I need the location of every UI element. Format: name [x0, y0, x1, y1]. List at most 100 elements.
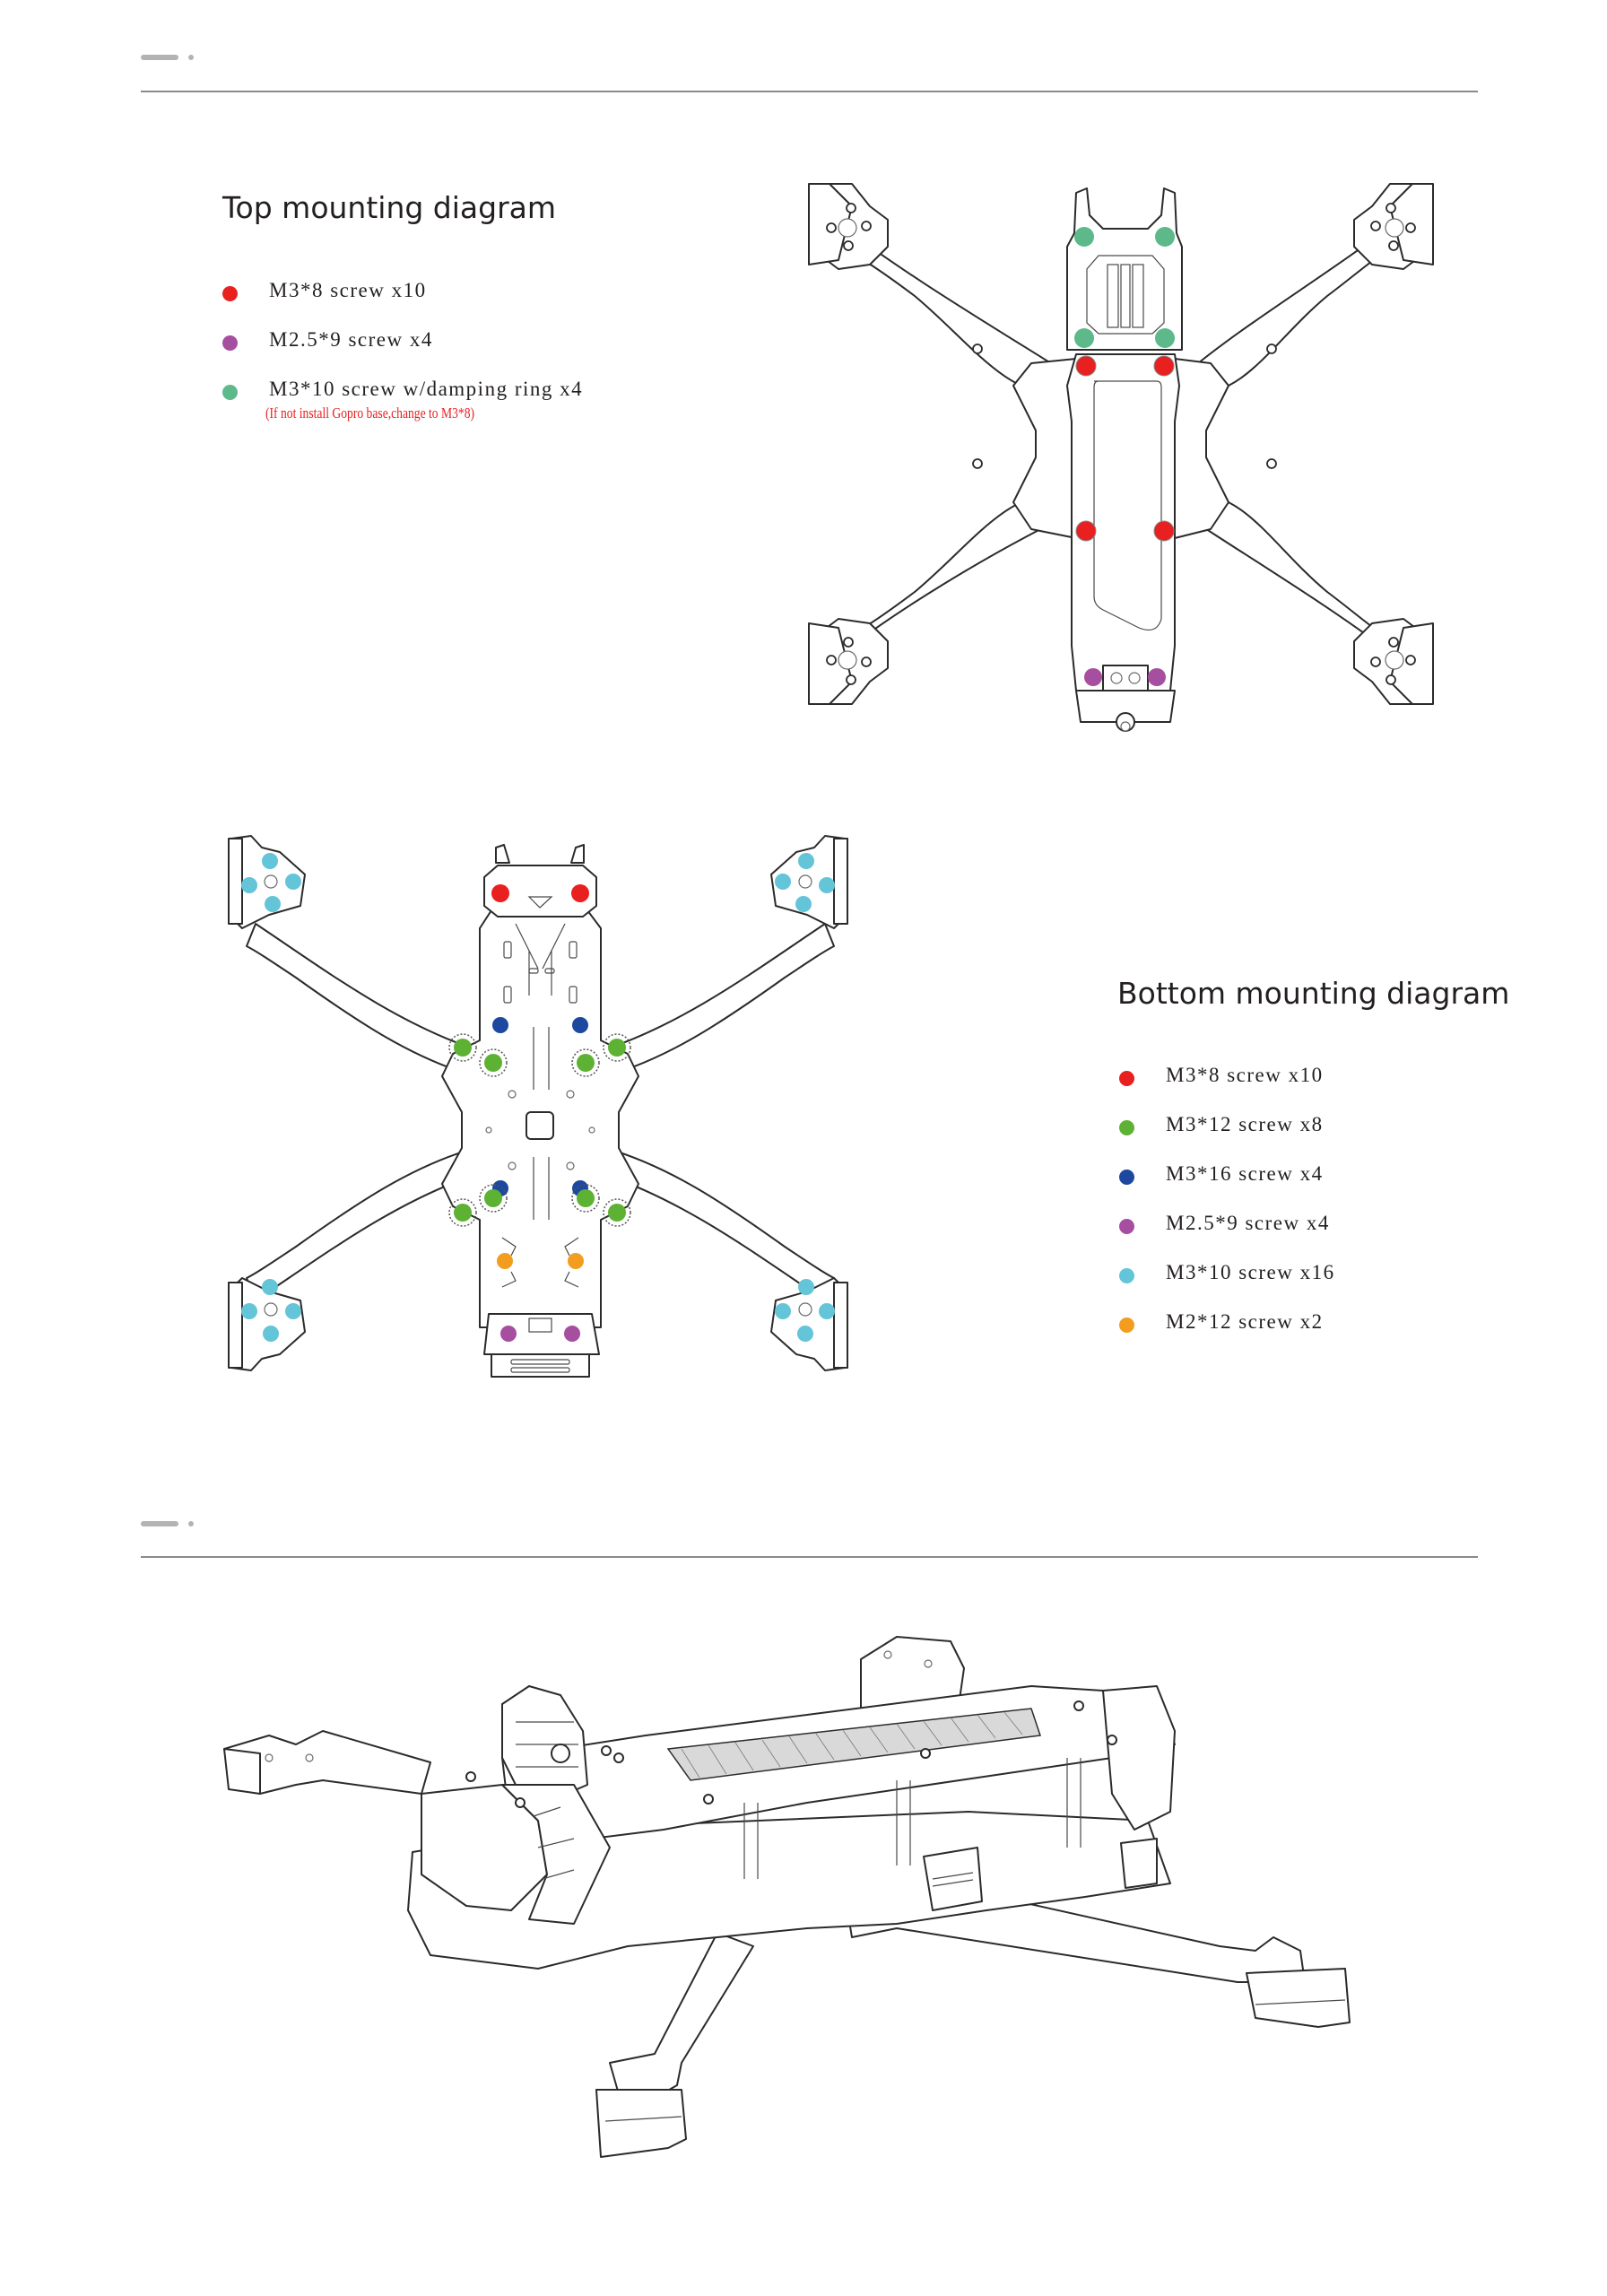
arm-front-right	[604, 923, 835, 1077]
legend-note: (If not install Gopro base,change to M3*…	[265, 404, 475, 422]
gopro-mount	[1066, 187, 1183, 351]
screw-marker-cyan	[285, 874, 301, 890]
orange-dot-icon	[1119, 1318, 1134, 1333]
screw-marker-red	[1153, 355, 1175, 377]
frame-bottom-view	[228, 835, 848, 1378]
arm-rear-right	[1192, 492, 1404, 660]
screw-marker-purple	[1148, 668, 1166, 686]
bottom-screw-markers	[241, 853, 835, 1342]
screw-marker-green	[1074, 227, 1094, 247]
screw-marker-green	[484, 1054, 502, 1072]
gopro-mount	[501, 1685, 588, 1799]
screw-marker-blue	[572, 1017, 588, 1033]
standoffs	[743, 1758, 1081, 1879]
screw-marker-cyan	[819, 877, 835, 893]
screw-marker-red	[571, 884, 589, 902]
legend-label: M3*8 screw x10	[1166, 1064, 1324, 1086]
screw-heads	[465, 1700, 1117, 1808]
legend-label: M2.5*9 screw x4	[1166, 1212, 1330, 1234]
screw-marker-green	[1155, 328, 1175, 348]
arm-front-left	[246, 923, 476, 1077]
screw-marker-green	[577, 1189, 595, 1207]
top-screw-markers	[1074, 227, 1175, 686]
screw-marker-cyan	[819, 1303, 835, 1319]
screw-marker-cyan	[798, 1279, 814, 1295]
screw-marker-cyan	[775, 1303, 791, 1319]
screw-marker-green	[484, 1189, 502, 1207]
screw-marker-orange	[568, 1253, 584, 1269]
screw-marker-red	[1075, 520, 1097, 542]
green-dot-icon	[222, 385, 238, 400]
screw-marker-cyan	[797, 1326, 813, 1342]
motor-mount-fl	[228, 835, 306, 929]
screw-marker-green	[608, 1204, 626, 1222]
blue-dot-icon	[1119, 1170, 1134, 1185]
bottom-diagram-title: Bottom mounting diagram	[1117, 976, 1510, 1011]
screw-marker-cyan	[241, 1303, 257, 1319]
section-marker-dot	[188, 55, 194, 60]
motor-mount-rr	[1353, 618, 1434, 705]
arm-rear-left	[246, 1147, 476, 1301]
arm-rear-right	[604, 1147, 835, 1301]
motor-mount-rl	[228, 1277, 306, 1371]
screw-marker-cyan	[241, 877, 257, 893]
motor-mount-fr	[770, 835, 848, 929]
legend-label: M2*12 screw x2	[1166, 1310, 1324, 1333]
frame-isometric	[223, 1636, 1351, 2158]
legend-label: M3*16 screw x4	[1166, 1162, 1324, 1185]
divider-line	[141, 91, 1478, 92]
screw-marker-green	[454, 1039, 472, 1057]
screw-marker-purple	[564, 1326, 580, 1342]
screw-marker-purple	[1084, 668, 1102, 686]
legend-label: M3*8 screw x10	[269, 279, 427, 301]
rear-cap	[1102, 1685, 1176, 1831]
cyan-dot-icon	[1119, 1268, 1134, 1283]
screw-marker-red	[1075, 355, 1097, 377]
legend-label: M2.5*9 screw x4	[269, 328, 433, 351]
screw-marker-cyan	[263, 1326, 279, 1342]
motor-mount-fr	[1353, 183, 1434, 270]
divider-line	[141, 1556, 1478, 1558]
purple-dot-icon	[1119, 1219, 1134, 1234]
arm-front-right	[1192, 219, 1404, 396]
green-dot-icon	[1119, 1120, 1134, 1135]
screw-marker-orange	[497, 1253, 513, 1269]
screw-marker-cyan	[285, 1303, 301, 1319]
screw-marker-cyan	[262, 1279, 278, 1295]
isometric-frame-view	[223, 1636, 1351, 2158]
rear-mount	[1075, 665, 1176, 732]
purple-dot-icon	[222, 335, 238, 351]
screw-marker-green	[1155, 227, 1175, 247]
legend-label: M3*10 screw w/damping ring x4	[269, 378, 584, 400]
legend-label: M3*12 screw x8	[1166, 1113, 1324, 1135]
screw-marker-green	[454, 1204, 472, 1222]
arm-front-left	[609, 1932, 754, 2104]
red-dot-icon	[222, 286, 238, 301]
red-dot-icon	[1119, 1071, 1134, 1086]
screw-marker-red	[1153, 520, 1175, 542]
screw-marker-blue	[492, 1017, 508, 1033]
screw-marker-green	[577, 1054, 595, 1072]
screw-marker-cyan	[795, 896, 812, 912]
screw-marker-red	[491, 884, 509, 902]
section-marker-dash	[141, 1521, 178, 1526]
frame-top-view	[808, 183, 1434, 732]
screw-marker-cyan	[775, 874, 791, 890]
motor-mount-fl	[808, 183, 889, 270]
legend-label: M3*10 screw x16	[1166, 1261, 1335, 1283]
bottom-mounting-diagram	[228, 835, 848, 1378]
top-diagram-title: Top mounting diagram	[222, 190, 557, 225]
section-marker-dot	[188, 1521, 194, 1526]
screw-marker-cyan	[262, 853, 278, 869]
front-cap	[483, 865, 597, 918]
motor-mount-rl	[808, 618, 889, 705]
top-mounting-diagram	[808, 183, 1434, 732]
screw-marker-purple	[500, 1326, 517, 1342]
rear-cap	[483, 1313, 600, 1355]
screw-marker-green	[608, 1039, 626, 1057]
section-marker-dash	[141, 55, 178, 60]
center-cutout	[526, 1111, 554, 1140]
motor-mount-rr	[770, 1277, 848, 1371]
screw-marker-green	[1074, 328, 1094, 348]
screw-marker-cyan	[798, 853, 814, 869]
